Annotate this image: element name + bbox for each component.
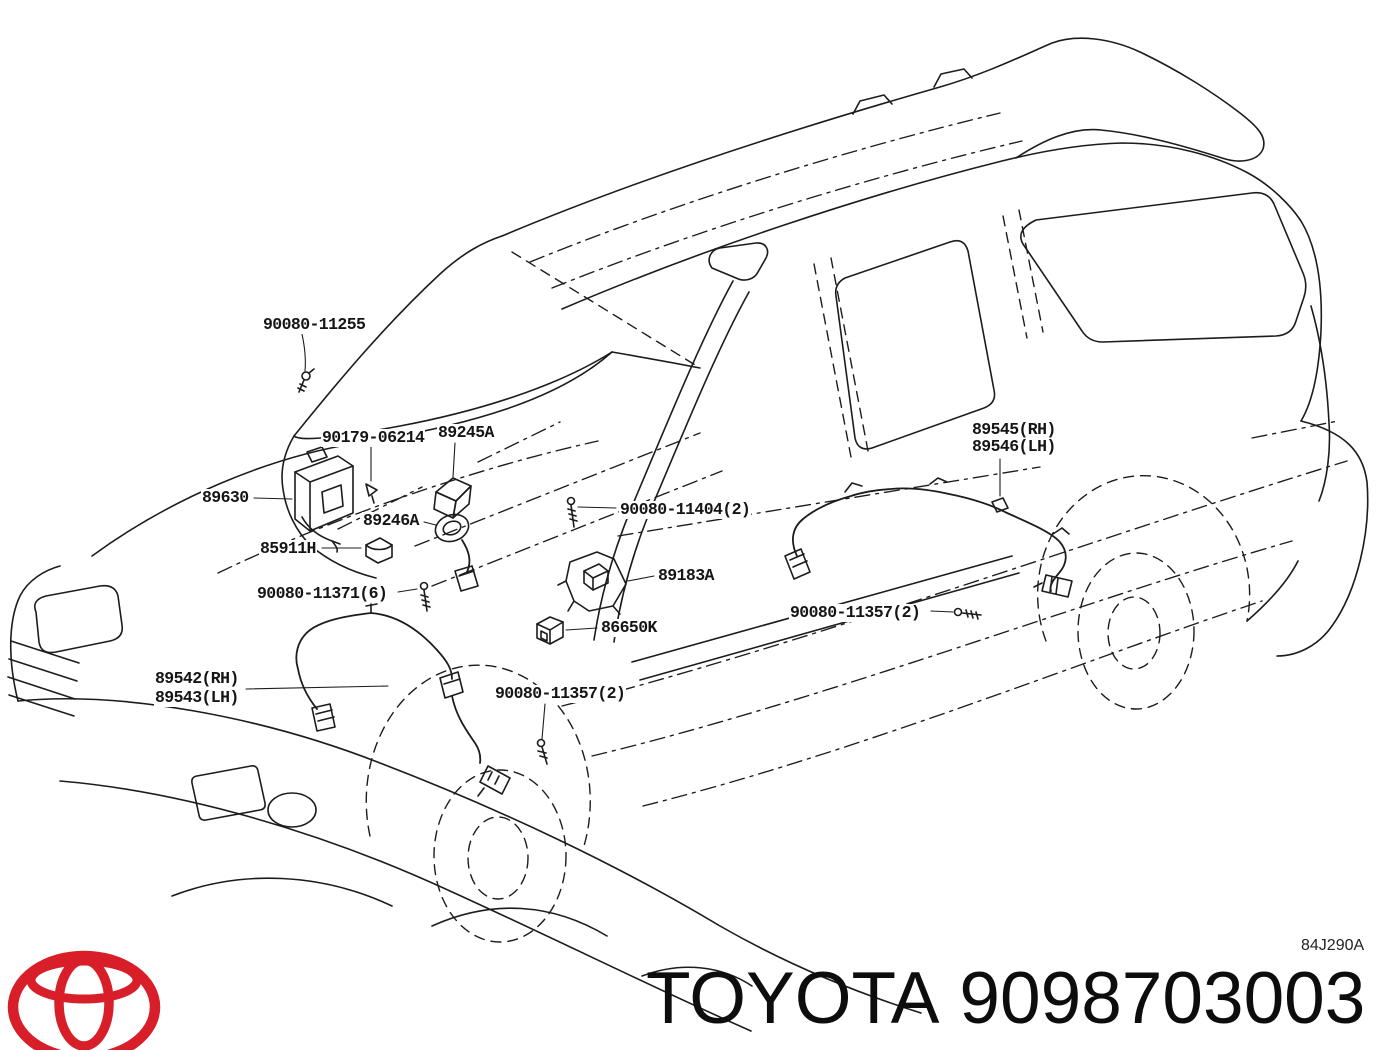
skid-control-relay-drawing xyxy=(365,537,393,564)
deceleration-sensor-drawing xyxy=(557,551,627,615)
screw-icon-06214 xyxy=(365,483,378,504)
part-label-sensor-ring: 89246A xyxy=(362,511,420,530)
part-label-skid-control-buzzer: 86650K xyxy=(600,618,658,637)
part-label-bolt-cowl: 90080-11255 xyxy=(262,315,367,334)
car-body-outline xyxy=(7,37,1369,1032)
part-label-skid-control-relay: 85911H xyxy=(259,539,317,558)
bolt-icon-11371 xyxy=(419,581,431,612)
leader-lines xyxy=(245,333,1001,740)
sensor-ring-drawing xyxy=(434,513,479,592)
part-label-bolt-front-speed-sensor: 90080-11357(2) xyxy=(494,684,627,703)
part-label-bolt-deceleration-sensor: 90080-11404(2) xyxy=(619,500,752,519)
part-label-front-speed-sensor-lh: 89543(LH) xyxy=(154,688,240,707)
footer-part-number: 9098703003 xyxy=(959,958,1366,1039)
part-label-skid-control-computer: 89630 xyxy=(201,488,250,507)
part-label-deceleration-sensor: 89183A xyxy=(657,566,715,585)
part-label-rear-speed-sensor-lh: 89546(LH) xyxy=(971,437,1057,456)
front-speed-sensor-harness-drawing xyxy=(295,603,511,797)
skid-control-buzzer-drawing xyxy=(536,616,564,645)
rear-speed-sensor-harness-drawing xyxy=(784,477,1073,598)
toyota-logo-icon xyxy=(7,950,161,1050)
bolt-icons xyxy=(297,368,982,765)
bolt-icon-11404 xyxy=(566,496,578,528)
bolt-icon-11357-rear xyxy=(953,607,982,620)
part-label-bolt-front-harness: 90080-11371(6) xyxy=(256,584,389,603)
drawing-code: 84J290A xyxy=(1301,937,1365,954)
part-label-screw-sensor-mount: 90179-06214 xyxy=(321,428,426,447)
bolt-icon-11255 xyxy=(297,368,315,393)
part-label-yaw-rate-sensor: 89245A xyxy=(437,423,495,442)
part-label-front-speed-sensor-rh: 89542(RH) xyxy=(154,669,240,688)
part-label-bolt-rear-speed-sensor: 90080-11357(2) xyxy=(789,603,922,622)
bolt-icon-11357-front xyxy=(536,738,548,765)
yaw-rate-sensor-drawing xyxy=(433,477,472,519)
footer-make: TOYOTA xyxy=(646,958,940,1039)
skid-control-computer-drawing xyxy=(294,446,354,553)
part-label-rear-speed-sensor-rh: 89545(RH) xyxy=(971,420,1057,439)
